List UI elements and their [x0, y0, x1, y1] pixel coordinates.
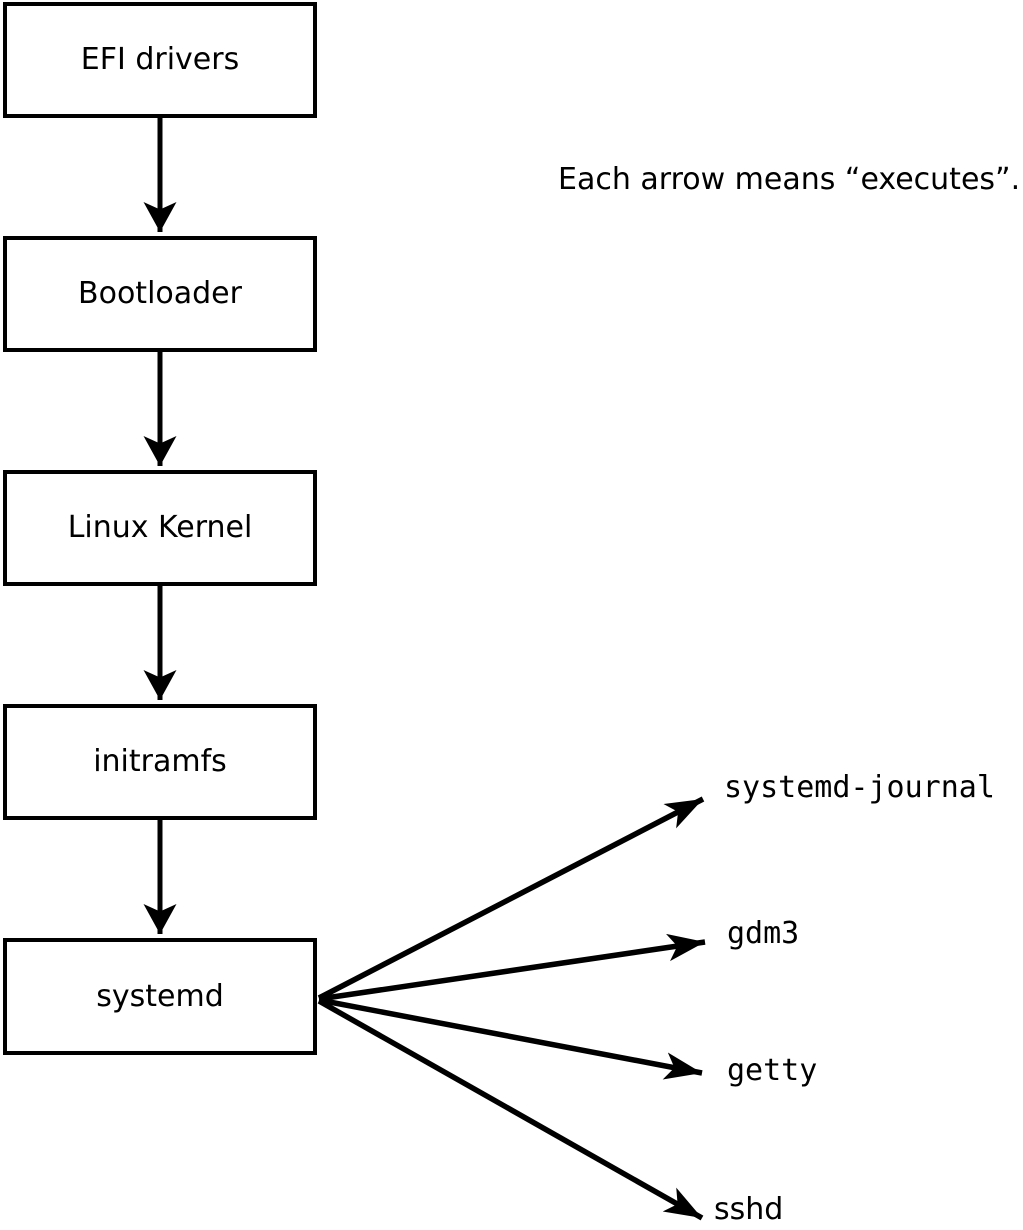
edge-systemd-to-getty: [318, 997, 703, 1080]
node-efi-drivers: EFI drivers: [3, 2, 317, 118]
edge-systemd-to-systemd-journal: [317, 796, 705, 1001]
node-systemd-label: systemd: [96, 978, 224, 1014]
service-label-gdm3: gdm3: [727, 916, 800, 951]
node-efi-drivers-label: EFI drivers: [80, 42, 240, 77]
node-bootloader-label: Bootloader: [78, 276, 242, 311]
annotation-text: Each arrow means “executes”.: [558, 162, 1021, 197]
node-linux-kernel-label: Linux Kernel: [67, 510, 253, 545]
edge-systemd-to-gdm3: [318, 933, 706, 1002]
node-initramfs: initramfs: [3, 704, 317, 820]
service-label-getty: getty: [727, 1053, 818, 1088]
node-linux-kernel: Linux Kernel: [3, 470, 317, 586]
service-label-sshd: sshd: [714, 1192, 784, 1227]
node-initramfs-label: initramfs: [93, 744, 227, 779]
edge-systemd-to-sshd: [317, 998, 704, 1221]
node-bootloader: Bootloader: [3, 236, 317, 352]
node-systemd: systemd: [3, 938, 317, 1055]
service-label-systemd-journal: systemd-journal: [724, 770, 995, 805]
